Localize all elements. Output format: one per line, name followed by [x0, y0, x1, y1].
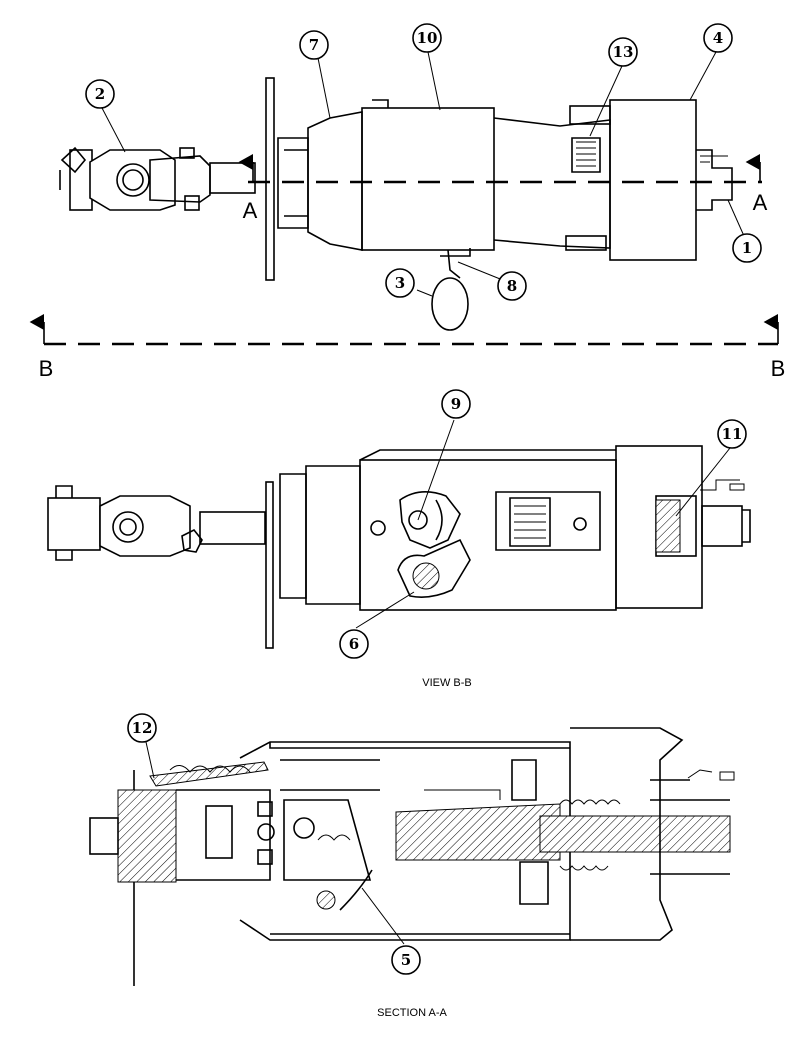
callout-10-label: 10	[417, 29, 438, 47]
callout-7-label: 7	[309, 36, 319, 54]
callout-9-label: 9	[451, 395, 461, 413]
callout-6: 6	[339, 629, 369, 659]
callout-8: 8	[497, 271, 527, 301]
callout-2-label: 2	[95, 85, 105, 103]
callout-2: 2	[85, 79, 115, 109]
view-bb	[47, 445, 751, 649]
top-lever-arm	[447, 249, 461, 279]
callout-13: 13	[608, 37, 638, 67]
aa-hub-block	[117, 789, 177, 883]
top-universal-joint	[59, 146, 256, 211]
callout-3: 3	[385, 268, 415, 298]
bb-housing	[279, 445, 751, 611]
callout-3-label: 3	[395, 274, 405, 292]
view-bb-caption: VIEW B-B	[422, 677, 472, 689]
callout-4-label: 4	[713, 29, 723, 47]
callout-4: 4	[703, 23, 733, 53]
callout-10: 10	[412, 23, 442, 53]
top-housing	[277, 99, 733, 261]
top-lever-knob	[431, 277, 469, 331]
callout-12-label: 12	[132, 719, 153, 737]
section-aa	[89, 727, 735, 986]
callout-9: 9	[441, 389, 471, 419]
callout-6-label: 6	[349, 635, 359, 653]
callout-5: 5	[391, 945, 421, 975]
callout-1-label: 1	[742, 239, 752, 257]
callout-5-label: 5	[401, 951, 411, 969]
callout-13-label: 13	[613, 43, 634, 61]
callout-11-label: 11	[722, 425, 743, 443]
bb-universal-joint	[47, 485, 266, 561]
section-b-right-label: B	[771, 356, 786, 381]
leader-lines	[101, 51, 745, 945]
callout-1: 1	[732, 233, 762, 263]
section-b-left-label: B	[39, 356, 54, 381]
bb-mounting-plate	[265, 481, 274, 649]
section-a-left-label: A	[243, 198, 258, 223]
callout-12: 12	[127, 713, 157, 743]
callout-11: 11	[717, 419, 747, 449]
top-view: A A B B	[29, 77, 786, 381]
callout-8-label: 8	[507, 277, 517, 295]
top-mounting-plate	[265, 77, 275, 281]
section-a-right-label: A	[753, 190, 768, 215]
callout-7: 7	[299, 30, 329, 60]
section-aa-caption: SECTION A-A	[377, 1007, 447, 1019]
